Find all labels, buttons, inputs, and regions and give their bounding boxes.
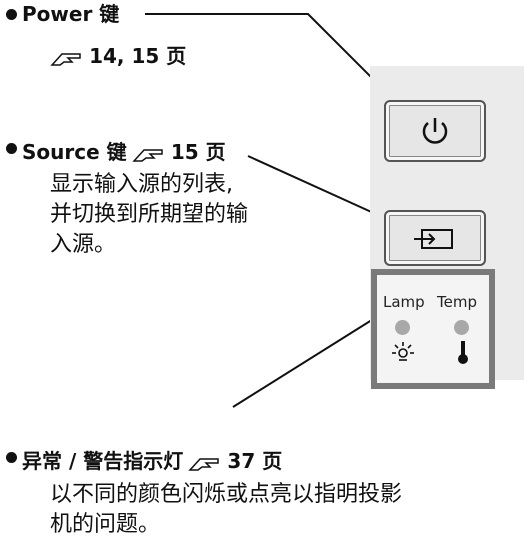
source-heading: Source 键 15 页 xyxy=(22,136,226,165)
pointing-hand-icon xyxy=(50,52,81,66)
source-description: 显示输入源的列表, 并切换到所期望的输 入源。 xyxy=(50,170,248,260)
source-button[interactable] xyxy=(384,210,486,266)
power-icon xyxy=(422,118,448,144)
lamp-indicator-light xyxy=(395,320,410,335)
lamp-label: Lamp xyxy=(383,293,425,311)
indicator-description: 以不同的颜色闪烁或点亮以指明投影 机的问题。 xyxy=(50,480,402,540)
indicator-panel: Lamp Temp xyxy=(371,269,495,389)
lamp-icon xyxy=(392,342,414,361)
source-desc-line: 显示输入源的列表, xyxy=(50,172,233,197)
temp-indicator-light xyxy=(454,320,469,335)
source-desc-line: 并切换到所期望的输 xyxy=(50,202,249,227)
source-desc-line: 入源。 xyxy=(50,232,117,257)
source-input-icon xyxy=(414,229,453,249)
power-key-label: Power 键 xyxy=(22,2,120,26)
indicator-desc-line: 机的问题。 xyxy=(50,512,161,537)
bullet xyxy=(6,9,17,20)
temp-label: Temp xyxy=(437,293,477,311)
thermometer-icon xyxy=(458,341,468,364)
power-page-ref[interactable]: 14, 15 页 xyxy=(89,44,187,68)
pointing-hand-icon xyxy=(132,148,163,162)
source-page-ref[interactable]: 15 页 xyxy=(170,140,226,164)
bullet xyxy=(6,452,17,463)
power-button[interactable] xyxy=(384,100,486,162)
power-ref: 14, 15 页 xyxy=(50,40,186,69)
pointing-hand-icon xyxy=(188,457,220,471)
bullet xyxy=(6,143,17,154)
indicator-heading: 异常 / 警告指示灯 37 页 xyxy=(22,445,282,474)
indicator-page-ref[interactable]: 37 页 xyxy=(227,449,283,473)
source-key-label: Source 键 xyxy=(22,140,127,164)
indicator-desc-line: 以不同的颜色闪烁或点亮以指明投影 xyxy=(50,482,403,507)
indicator-label: 异常 / 警告指示灯 xyxy=(22,449,184,473)
